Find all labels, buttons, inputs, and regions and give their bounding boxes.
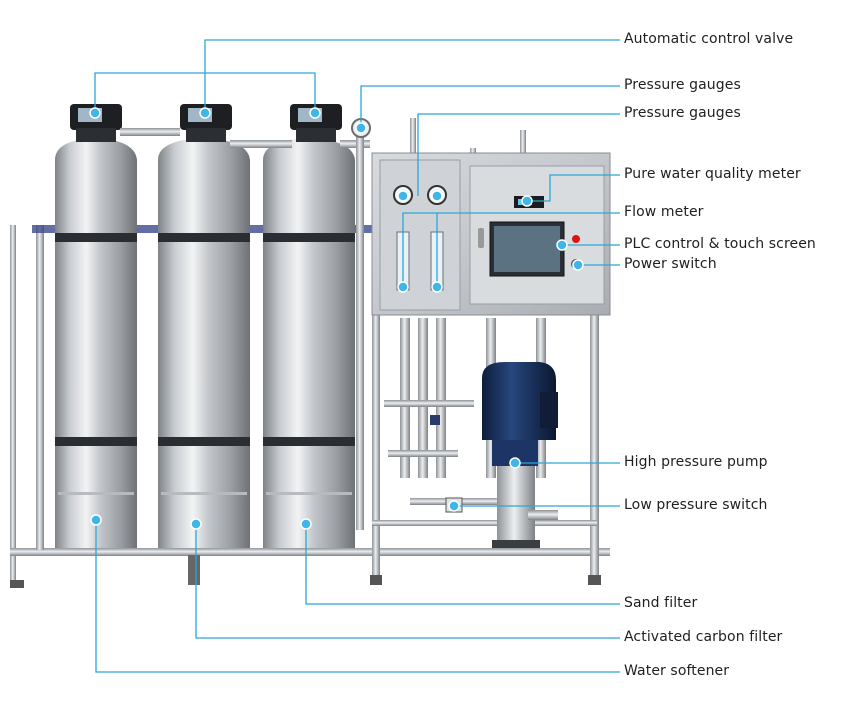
dot-gauge-top	[355, 122, 367, 134]
sand-filter-tank	[263, 138, 355, 548]
leader-activated-carbon-filter	[195, 524, 620, 639]
dot-sand	[300, 518, 312, 530]
leader-water-softener	[95, 520, 620, 673]
label-power-switch: Power switch	[624, 256, 717, 272]
dot-power	[572, 259, 584, 271]
label-flow-meter: Flow meter	[624, 204, 704, 220]
label-high-pressure-pump: High pressure pump	[624, 454, 768, 470]
leader-pressure-gauges-1	[360, 85, 620, 128]
label-plc-control: PLC control & touch screen	[624, 236, 816, 252]
leader-lines	[94, 39, 620, 673]
leader-flow-meter	[402, 212, 620, 287]
leader-pressure-gauges-2	[417, 113, 620, 196]
dot-flow-2	[431, 281, 443, 293]
dot-low-switch	[448, 500, 460, 512]
dot-plc	[556, 239, 568, 251]
label-water-softener: Water softener	[624, 663, 730, 679]
leader-automatic-control-valve	[204, 39, 620, 113]
label-sand-filter: Sand filter	[624, 595, 698, 611]
dot-softener	[90, 514, 102, 526]
dot-quality-meter	[521, 195, 533, 207]
label-pressure-gauges-1: Pressure gauges	[624, 77, 741, 93]
label-pressure-gauges-2: Pressure gauges	[624, 105, 741, 121]
dot-valve-1	[89, 107, 101, 119]
leader-valve-bracket	[94, 72, 316, 113]
dot-pump	[509, 457, 521, 469]
label-automatic-control-valve: Automatic control valve	[624, 31, 794, 47]
label-low-pressure-switch: Low pressure switch	[624, 497, 768, 513]
label-pure-water-quality-meter: Pure water quality meter	[624, 166, 801, 182]
leader-sand-filter	[305, 524, 620, 605]
activated-carbon-filter-tank	[158, 138, 250, 548]
callout-dots	[89, 107, 584, 530]
label-activated-carbon-filter: Activated carbon filter	[624, 629, 783, 645]
dot-gauge-1	[397, 190, 409, 202]
dot-flow-1	[397, 281, 409, 293]
dot-carbon	[190, 518, 202, 530]
ro-unit	[371, 118, 611, 513]
dot-gauge-2	[431, 190, 443, 202]
leader-pure-water-quality-meter	[527, 174, 620, 202]
water-softener-tank	[55, 138, 137, 548]
dot-valve-3	[309, 107, 321, 119]
dot-valve-2	[199, 107, 211, 119]
